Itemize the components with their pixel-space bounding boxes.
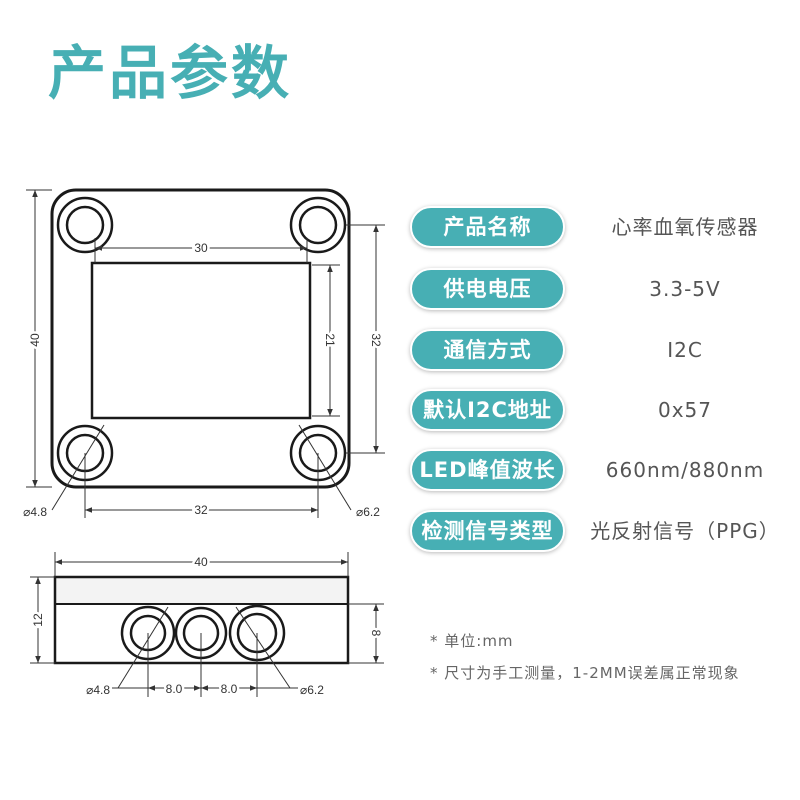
pitch-label-right: 8.0 xyxy=(221,682,238,696)
screen-window xyxy=(90,261,312,420)
dimension-label: 30 xyxy=(194,241,208,255)
hole-inner xyxy=(65,205,105,245)
hole-diameter-label: ⌀4.8 xyxy=(23,505,47,519)
hole-diameter-label: ⌀4.8 xyxy=(86,683,110,697)
spec-value: 光反射信号（PPG） xyxy=(590,519,780,543)
dimension-side-lower-height: 8 xyxy=(348,603,386,664)
pitch-label-left: 8.0 xyxy=(166,682,183,696)
pcb-band xyxy=(55,577,348,604)
spec-label: LED峰值波长 xyxy=(410,449,565,491)
spec-row: 检测信号类型 光反射信号（PPG） xyxy=(410,510,790,552)
dimension-hole-spacing-horizontal: 32 xyxy=(84,453,319,520)
spec-value: I2C xyxy=(667,338,703,362)
leader-line xyxy=(117,606,169,689)
dimension-board-height: 40 xyxy=(26,189,52,488)
spec-value: 心率血氧传感器 xyxy=(611,215,759,239)
leader-hole-large: ⌀6.2 xyxy=(298,424,383,522)
note-tolerance: * 尺寸为手工测量，1-2MM误差属正常现象 xyxy=(430,664,740,682)
spec-value: 660nm/880nm xyxy=(605,458,765,482)
dimension-label: 8 xyxy=(369,630,383,637)
spec-row: 产品名称 心率血氧传感器 xyxy=(410,206,790,248)
spec-label: 供电电压 xyxy=(410,268,565,310)
mounting-hole-top-right xyxy=(289,196,347,254)
leader-side-hole-small: ⌀4.8 xyxy=(84,606,169,700)
hole-inner xyxy=(298,205,338,245)
dimension-screen-height: 21 xyxy=(312,264,340,417)
dimension-label: 32 xyxy=(194,503,208,517)
mounting-hole-top-left xyxy=(56,196,114,254)
dimension-label: 32 xyxy=(369,333,383,347)
leader-hole-small: ⌀4.8 xyxy=(21,424,105,522)
spec-value: 0x57 xyxy=(657,398,712,422)
dimension-hole-pitch: 8.0 8.0 xyxy=(112,633,298,699)
hole-diameter-label: ⌀6.2 xyxy=(356,505,380,519)
dimension-side-total-height: 12 xyxy=(29,576,55,664)
spec-label: 检测信号类型 xyxy=(410,510,565,552)
spec-row: LED峰值波长 660nm/880nm xyxy=(410,449,790,491)
dimension-label: 40 xyxy=(28,333,42,347)
spec-value: 3.3-5V xyxy=(649,277,721,301)
leader-line xyxy=(51,424,105,511)
spec-label: 默认I2C地址 xyxy=(410,389,565,431)
dimension-label: 12 xyxy=(31,613,45,627)
dimension-label: 21 xyxy=(323,333,337,347)
top-view: 30 21 32 40 xyxy=(21,188,386,522)
dimension-label: 40 xyxy=(194,555,208,569)
spec-row: 供电电压 3.3-5V xyxy=(410,268,790,310)
spec-label: 产品名称 xyxy=(410,206,565,248)
page-title: 产品参数 xyxy=(48,39,293,107)
dimension-side-width: 40 xyxy=(54,552,349,577)
spec-row: 默认I2C地址 0x57 xyxy=(410,389,790,431)
note-unit: * 单位:mm xyxy=(430,632,514,650)
side-view: 40 12 8 xyxy=(29,552,386,700)
leader-side-hole-large: ⌀6.2 xyxy=(235,606,327,700)
spec-row: 通信方式 I2C xyxy=(410,329,790,371)
spec-label: 通信方式 xyxy=(410,329,565,371)
dimension-screen-width: 30 xyxy=(94,238,308,263)
leader-line xyxy=(298,424,352,511)
leader-line xyxy=(235,606,291,689)
dimension-hole-spacing-vertical: 32 xyxy=(346,224,386,454)
hole-diameter-label: ⌀6.2 xyxy=(300,683,324,697)
